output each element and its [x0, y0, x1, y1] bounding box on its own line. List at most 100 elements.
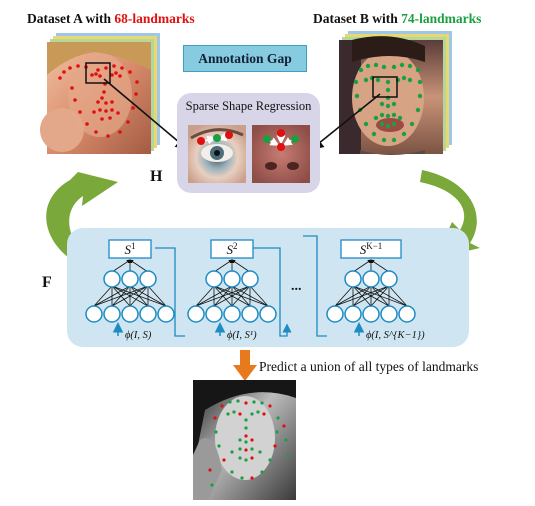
- edge: [352, 285, 372, 307]
- shape-label: S2: [227, 241, 238, 257]
- stage-3: SK−1ϕ(I, S^{K−1}): [326, 239, 425, 341]
- landmark-dot: [222, 458, 226, 462]
- landmark-dot: [262, 412, 266, 416]
- input-node: [205, 305, 223, 323]
- edge: [352, 285, 390, 307]
- landmark-dot: [273, 444, 277, 448]
- landmark-dot: [391, 137, 397, 143]
- edge: [352, 259, 372, 273]
- landmark-dot: [102, 90, 106, 94]
- landmark-dot: [353, 79, 359, 85]
- input-node: [259, 305, 277, 323]
- input-node: [157, 305, 175, 323]
- landmark-dot: [354, 93, 360, 99]
- input-node: [398, 305, 416, 323]
- hidden-node: [103, 270, 121, 288]
- shape-box: [210, 239, 254, 259]
- input-node: [121, 305, 139, 323]
- dataset-b-count: 74-landmarks: [401, 11, 482, 26]
- connector-1-2: [155, 247, 185, 337]
- landmark-dot: [363, 121, 369, 127]
- edge: [249, 285, 269, 307]
- landmark-dot: [399, 62, 405, 68]
- edge: [388, 285, 408, 307]
- landmark-dot: [256, 410, 260, 414]
- stage-1: S1ϕ(I, S): [85, 239, 175, 341]
- predict-text: Predict a union of all types of landmark…: [259, 359, 479, 374]
- shape-box: [108, 239, 152, 259]
- input-node: [223, 305, 241, 323]
- landmark-dot: [244, 448, 248, 452]
- sparse-regression-title: Sparse Shape Regression: [185, 99, 312, 113]
- edge: [129, 285, 167, 307]
- landmark-dot: [128, 70, 132, 74]
- landmark-dot: [385, 113, 391, 119]
- zoom-arrow-a: [103, 78, 189, 151]
- landmark-dot: [92, 110, 96, 114]
- landmark-dot: [226, 412, 230, 416]
- landmark-dot: [96, 100, 100, 104]
- hidden-node: [362, 270, 380, 288]
- nose-landmark-green-right: [291, 135, 299, 143]
- landmark-dot: [120, 66, 124, 70]
- landmark-dot: [104, 101, 108, 105]
- landmark-dot: [96, 68, 100, 72]
- input-node: [344, 305, 362, 323]
- cascade-network: ... S1ϕ(I, S)S2ϕ(I, S¹)SK−1ϕ(I, S^{K−1}): [85, 235, 425, 341]
- landmark-dot: [391, 112, 397, 118]
- landmark-dot: [236, 399, 240, 403]
- landmark-dot: [275, 430, 279, 434]
- landmark-dot: [260, 401, 264, 405]
- landmark-dot: [238, 438, 242, 442]
- landmark-dot: [100, 96, 104, 100]
- landmark-dot: [70, 86, 74, 90]
- landmark-dot: [220, 404, 224, 408]
- landmark-dot: [116, 111, 120, 115]
- landmark-dot: [98, 108, 102, 112]
- landmark-dot: [238, 412, 242, 416]
- landmark-dot: [373, 115, 379, 121]
- edge: [334, 285, 354, 307]
- landmark-dot: [244, 434, 248, 438]
- landmark-dot: [238, 456, 242, 460]
- landmark-dot: [78, 110, 82, 114]
- dataset-a-title: Dataset A with 68-landmarks: [27, 11, 195, 26]
- landmark-dot: [415, 107, 421, 113]
- edge: [231, 259, 251, 273]
- edge: [111, 285, 131, 307]
- label-h: H: [150, 168, 163, 185]
- landmark-dot: [401, 131, 407, 137]
- input-node: [326, 305, 344, 323]
- landmark-dot: [417, 79, 423, 85]
- landmark-dot: [391, 101, 397, 107]
- landmark-dot: [391, 64, 397, 70]
- landmark-dot: [250, 456, 254, 460]
- zoom-arrow-b: [310, 93, 381, 151]
- result-photo: [193, 380, 296, 500]
- edge: [352, 285, 408, 307]
- landmark-dot: [397, 115, 403, 121]
- input-node: [85, 305, 103, 323]
- dataset-b-title: Dataset B with 74-landmarks: [313, 11, 482, 26]
- landmark-dot: [118, 74, 122, 78]
- shape-label: SK−1: [360, 241, 383, 257]
- landmark-dot: [213, 416, 217, 420]
- edge: [213, 285, 251, 307]
- landmark-dot: [375, 77, 381, 83]
- landmark-dot: [385, 103, 391, 109]
- edge: [147, 285, 167, 307]
- landmark-dot: [276, 416, 280, 420]
- edge: [111, 285, 149, 307]
- landmark-dot: [379, 121, 385, 127]
- edge: [129, 259, 149, 273]
- landmark-dot: [268, 458, 272, 462]
- dataset-a-count: 68-landmarks: [114, 11, 195, 26]
- sparse-crops: [188, 125, 310, 183]
- hidden-node: [223, 270, 241, 288]
- landmark-dot: [62, 70, 66, 74]
- landmark-dot: [112, 64, 116, 68]
- dataset-a-landmarks: [58, 64, 139, 138]
- nose-landmark-red: [277, 129, 285, 137]
- dataset-b-photo: [339, 31, 452, 155]
- green-arrow-left: [46, 172, 119, 263]
